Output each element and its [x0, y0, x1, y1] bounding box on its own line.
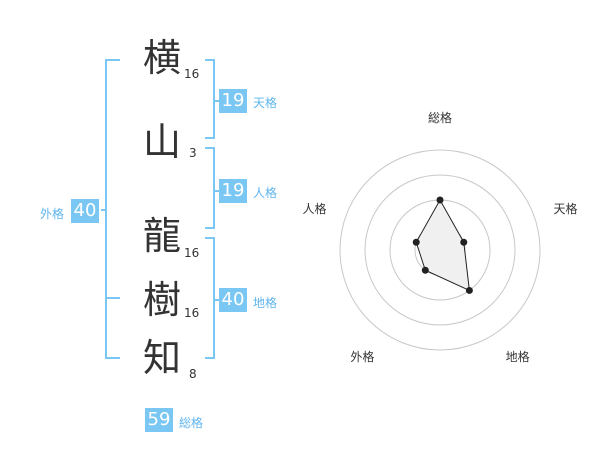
radar-axis-label-4: 外格 — [350, 349, 374, 364]
soukaku-label: 総格 — [179, 416, 204, 430]
radar-ring — [364, 174, 516, 326]
radar-axis-label-1: 総格 — [428, 110, 452, 125]
chikaku-bracket — [205, 237, 219, 359]
radar-point-1 — [436, 196, 444, 204]
stroke-count-4: 16 — [184, 306, 200, 320]
radar-axis-label-5: 人格 — [302, 201, 326, 216]
radar-score-area — [415, 198, 470, 292]
radar-point-3 — [465, 286, 473, 294]
radar-ring — [339, 149, 541, 351]
gaikaku-label: 外格 — [40, 207, 65, 221]
radar-axis-label-2: 天格 — [554, 201, 578, 216]
stroke-count-1: 16 — [184, 67, 200, 81]
name-char-2: 山 — [142, 120, 181, 164]
chikaku-label: 地格 — [253, 296, 278, 310]
name-char-4: 樹 — [142, 278, 181, 322]
jinkaku-bracket — [205, 147, 219, 229]
radar-point-2 — [460, 238, 468, 246]
tenkaku-badge: 19 — [219, 89, 247, 113]
stroke-count-2: 3 — [189, 146, 197, 160]
gaikaku-badge: 40 — [71, 199, 99, 223]
name-char-5: 知 — [142, 336, 181, 380]
radar-point-5 — [412, 238, 420, 246]
tenkaku-label: 天格 — [253, 96, 278, 110]
name-char-1: 横 — [142, 36, 181, 80]
chikaku-badge: 40 — [219, 288, 247, 312]
gaikaku-bracket — [101, 59, 120, 359]
stroke-count-5: 8 — [189, 367, 197, 381]
stroke-count-3: 16 — [184, 246, 200, 260]
name-char-3: 龍 — [142, 214, 181, 258]
jinkaku-label: 人格 — [253, 186, 278, 200]
soukaku-badge: 59 — [145, 408, 173, 432]
radar-point-4 — [421, 266, 429, 274]
jinkaku-badge: 19 — [219, 179, 247, 203]
tenkaku-bracket — [205, 59, 219, 139]
radar-axis-label-3: 地格 — [506, 349, 530, 364]
